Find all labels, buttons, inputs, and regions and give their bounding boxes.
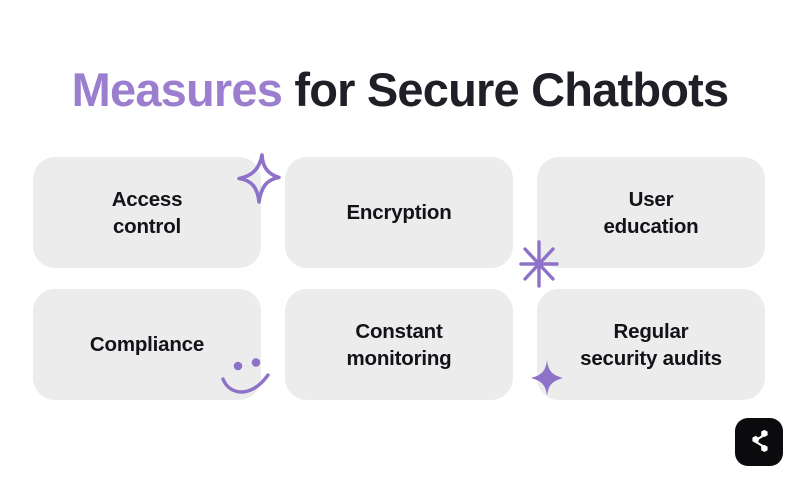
- card-encryption[interactable]: Encryption: [285, 157, 513, 268]
- share-nodes-icon: [746, 428, 772, 457]
- page-title-rest: for Secure Chatbots: [282, 63, 729, 116]
- card-compliance[interactable]: Compliance: [33, 289, 261, 400]
- measures-row-bottom: Compliance Constant monitoring Regular s…: [33, 289, 765, 400]
- card-constant-monitoring[interactable]: Constant monitoring: [285, 289, 513, 400]
- card-label: Constant monitoring: [346, 319, 452, 370]
- measures-grid: Access control Encryption User education…: [33, 157, 765, 400]
- card-access-control[interactable]: Access control: [33, 157, 261, 268]
- card-user-education[interactable]: User education: [537, 157, 765, 268]
- card-label: Encryption: [346, 201, 452, 224]
- card-label: Access control: [111, 187, 183, 238]
- card-label: Regular security audits: [580, 319, 722, 370]
- page-title-accent: Measures: [71, 63, 283, 116]
- card-label: Compliance: [89, 333, 205, 356]
- share-button[interactable]: [735, 418, 783, 466]
- card-label: User education: [603, 187, 699, 238]
- card-regular-security-audits[interactable]: Regular security audits: [537, 289, 765, 400]
- measures-row-top: Access control Encryption User education: [33, 157, 765, 268]
- page-title: Measures for Secure Chatbots: [0, 62, 800, 118]
